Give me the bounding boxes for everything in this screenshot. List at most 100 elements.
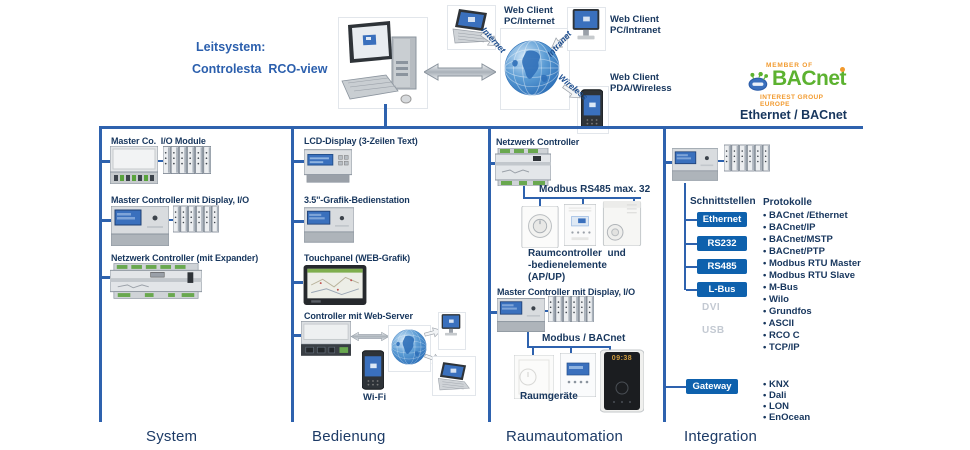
drop — [570, 348, 572, 353]
modbus-bacnet-bus — [527, 346, 611, 348]
schnittstellen-header: Schnittstellen — [690, 196, 756, 207]
raumcontroller-dial-device — [521, 206, 559, 248]
interface-usb-disabled: USB — [702, 325, 725, 336]
stub — [291, 334, 301, 337]
sub-bus-drop — [523, 186, 525, 197]
column-title-integration: Integration — [684, 428, 758, 445]
wifi-phone-icon — [362, 350, 384, 390]
bedienung-item3-label: Touchpanel (WEB-Grafik) — [304, 253, 411, 263]
io-module-bank — [724, 144, 770, 172]
device-connector — [169, 219, 174, 221]
drop — [539, 199, 541, 207]
ethernet-bacnet-label: Ethernet / BACnet — [740, 108, 847, 122]
interface-lbus: L-Bus — [697, 282, 747, 297]
stub — [686, 243, 697, 245]
gateway-protocol-item: EnOcean — [763, 412, 810, 423]
raum-caption1a: Raumcontroller und — [528, 248, 626, 259]
server-globe-arrow-icon — [424, 63, 496, 81]
web-monitor-icon — [441, 314, 461, 336]
sub-bus-drop — [527, 332, 529, 346]
protocol-item: BACnet/MSTP — [763, 234, 861, 246]
raum-caption1c: (AP/UP) — [528, 272, 566, 283]
system-item3-label: Netzwerk Controller (mit Expander) — [111, 253, 259, 263]
interface-drop-line — [684, 183, 686, 290]
stub — [663, 161, 673, 164]
bedienung-column-line — [291, 126, 294, 422]
bedienung-item1-label: LCD-Display (3-Zeilen Text) — [304, 136, 418, 146]
interface-rs232: RS232 — [697, 236, 747, 251]
modbus-bacnet-label: Modbus / BACnet — [542, 333, 626, 344]
interface-rs485: RS485 — [697, 259, 747, 274]
stub — [99, 160, 110, 163]
system-column-line — [99, 126, 102, 422]
bedienung-item2-label: 3.5''-Grafik-Bedienstation — [304, 195, 410, 205]
bacnet-logo-icon — [748, 72, 769, 91]
leitsystem-server-icon — [341, 20, 417, 104]
drop — [532, 348, 534, 355]
column-title-bedienung: Bedienung — [312, 428, 386, 445]
drop — [582, 199, 584, 206]
io-module-bank — [173, 205, 219, 233]
touchpanel-device — [303, 265, 367, 305]
protocol-item: Wilo — [763, 294, 861, 306]
stub — [99, 219, 111, 222]
protocol-list: BACnet /Ethernet BACnet/IP BACnet/MSTP B… — [763, 210, 861, 354]
interface-ethernet: Ethernet — [697, 212, 747, 227]
netzwerk-controller-expander-device — [110, 263, 202, 299]
web-server-globe-arrow-icon — [351, 332, 389, 341]
protocol-item: RCO C — [763, 330, 861, 342]
io-module-bank — [163, 146, 211, 174]
modbus-rs485-bus — [523, 197, 641, 199]
bedienung-item4-label: Controller mit Web-Server — [304, 311, 413, 321]
protocol-item: Grundfos — [763, 306, 861, 318]
raumautomation-column-line — [488, 126, 491, 422]
protocol-item: BACnet/PTP — [763, 246, 861, 258]
stub — [291, 160, 304, 163]
raum-master-controller-device — [497, 298, 545, 332]
master-co-device — [110, 146, 158, 184]
web-client-pc-icon — [572, 9, 600, 40]
gateway-protocol-item: KNX — [763, 379, 810, 390]
web-server-controller-device — [301, 321, 351, 356]
protocol-item: TCP/IP — [763, 342, 861, 354]
raum-netzwerk-controller-device — [495, 148, 551, 186]
protocol-item: ASCII — [763, 318, 861, 330]
stub — [291, 281, 303, 284]
main-bus-line — [99, 126, 863, 129]
master-controller-device — [111, 206, 169, 246]
raumcontroller-thermostat-device — [602, 201, 642, 246]
bacnet-group-europe: INTEREST GROUP EUROPE — [760, 94, 824, 108]
gateway-protocol-list: KNX Dali LON EnOcean — [763, 379, 810, 423]
io-module-bank — [548, 296, 594, 322]
raum-caption1b: -bedienelemente — [528, 260, 607, 271]
column-title-raumautomation: Raumautomation — [506, 428, 624, 445]
gateway-protocol-item: LON — [763, 401, 810, 412]
panel-clock: 09:38 — [611, 355, 633, 362]
raum-caption2: Raumgeräte — [520, 391, 578, 402]
modbus-rs485-label: Modbus RS485 max. 32 — [539, 184, 651, 195]
device-connector — [545, 310, 549, 312]
gateway-button: Gateway — [686, 379, 738, 394]
stub — [686, 266, 697, 268]
device-connector — [158, 160, 164, 162]
bacnet-member-of: MEMBER OF — [766, 62, 813, 69]
server-bus-connector — [384, 104, 387, 127]
raum-item2-label: Master Controller mit Display, I/O — [497, 287, 635, 297]
stub — [686, 219, 697, 221]
integration-column-line — [663, 126, 666, 422]
stub — [686, 289, 697, 291]
grafik-bedienstation-device — [304, 207, 354, 243]
protokolle-header: Protokolle — [763, 197, 812, 208]
protocol-item: Modbus RTU Master — [763, 258, 861, 270]
stub — [488, 162, 496, 165]
raum-item1-label: Netzwerk Controller — [496, 137, 580, 147]
stub — [488, 311, 497, 314]
wifi-label: Wi-Fi — [363, 392, 387, 403]
bacnet-brand: BACnet — [772, 67, 847, 90]
protocol-item: BACnet/IP — [763, 222, 861, 234]
system-item2-label: Master Controller mit Display, I/O — [111, 195, 249, 205]
system-item1-label: Master Co. I/O Module — [111, 136, 206, 146]
